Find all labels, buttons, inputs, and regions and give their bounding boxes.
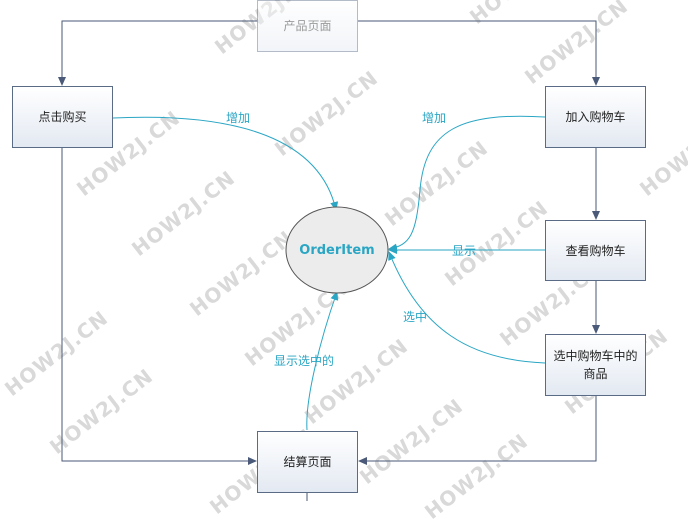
orderitem-label: OrderItem: [299, 242, 375, 258]
node-checkout-page: 结算页面: [257, 431, 358, 493]
node-label: 点击购买: [38, 110, 87, 124]
node-label: 加入购物车: [565, 110, 626, 124]
connector-select-to-checkout: [358, 396, 597, 465]
connector-product-to-cart: [358, 20, 600, 86]
node-label: 选中购物车中的商品: [553, 349, 638, 381]
edge-label-cart-add: 增加: [422, 111, 447, 125]
edge-label-buy-add: 增加: [226, 111, 251, 125]
edge-label-view-show: 显示: [452, 244, 477, 258]
node-label: 查看购物车: [565, 243, 626, 258]
node-select-cart-items: 选中购物车中的商品: [545, 334, 646, 396]
node-add-to-cart: 加入购物车: [545, 86, 646, 148]
edge-label-checkout-show: 显示选中的: [274, 354, 335, 368]
orderitem-ellipse: [285, 206, 389, 294]
connector-buy-to-checkout: [61, 148, 257, 465]
edge-label-select-pick: 选中: [403, 310, 428, 324]
curve-cart-to-orderitem: [388, 115, 546, 252]
node-buy-now: 点击购买: [12, 86, 113, 148]
curve-select-to-orderitem: [388, 251, 546, 364]
node-product-page: 产品页面: [257, 0, 358, 52]
node-label: 产品页面: [283, 19, 332, 33]
node-view-cart: 查看购物车: [545, 220, 646, 281]
connector-layer: [58, 20, 600, 501]
connector-product-to-buy: [58, 20, 257, 86]
curve-buy-to-orderitem: [112, 116, 339, 211]
node-label: 结算页面: [283, 455, 332, 469]
curve-checkout-to-orderitem: [306, 291, 339, 431]
